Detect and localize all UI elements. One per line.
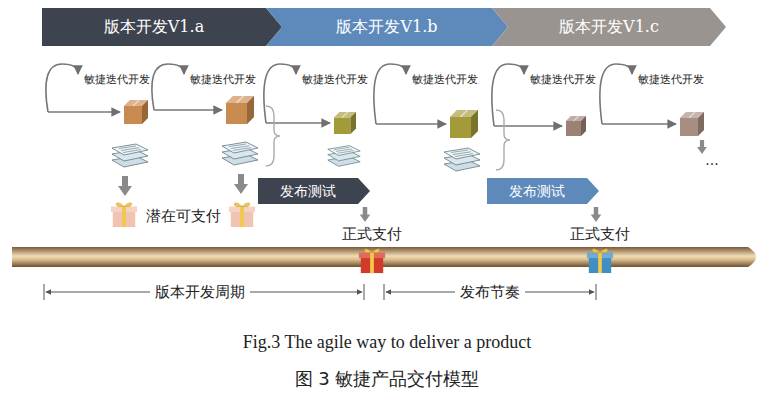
document-stack <box>444 148 480 171</box>
dimension-tick <box>384 284 385 300</box>
chevron-fill <box>487 178 599 204</box>
chevron-fill <box>266 8 508 46</box>
down-arrow <box>591 207 602 222</box>
iteration-label: 敏捷迭代开发 <box>84 73 150 86</box>
chevron-fill <box>258 178 370 204</box>
dimension-tick <box>596 284 597 300</box>
iteration-label: 敏捷迭代开发 <box>302 73 368 86</box>
potential-gift <box>111 203 137 227</box>
iteration-label: 敏捷迭代开发 <box>530 73 596 86</box>
iteration-loop <box>46 64 78 112</box>
potential-delivery-label: 潜在可支付 <box>146 207 221 225</box>
package-icon <box>334 112 356 134</box>
version-chevron: 版本开发V1.a <box>42 8 282 46</box>
dimension-label: 版本开发周期 <box>150 283 250 301</box>
node-text: 发布测试 <box>509 183 565 200</box>
dimension-tick <box>44 284 45 300</box>
release-gift <box>587 249 613 273</box>
delivery-label: 正式支付 <box>342 225 402 243</box>
iteration-label: 敏捷迭代开发 <box>638 73 704 86</box>
iteration-loop <box>264 64 296 123</box>
iteration-loop <box>492 64 524 126</box>
down-arrow <box>360 207 371 222</box>
chevron-fill <box>42 8 282 46</box>
potential-gift <box>229 203 255 227</box>
caption: Fig.3 The agile way to deliver a product <box>243 332 532 354</box>
iteration-arrow <box>376 123 446 125</box>
package-icon <box>566 116 586 136</box>
document-stack <box>328 146 360 167</box>
dimension-label: 发布节奏 <box>455 283 525 301</box>
down-arrow <box>234 174 248 194</box>
brace <box>266 106 280 166</box>
dimension-tick <box>364 284 365 300</box>
delivery-label: 正式支付 <box>570 225 630 243</box>
release-gift <box>359 249 385 273</box>
node-text: 版本开发V1.a <box>104 17 204 36</box>
iteration-label: 敏捷迭代开发 <box>190 73 256 86</box>
document-stack <box>112 144 148 167</box>
package-icon <box>450 110 478 138</box>
version-chevron: 版本开发V1.b <box>266 8 508 46</box>
node-text: 版本开发V1.b <box>336 17 437 36</box>
iteration-label: 敏捷迭代开发 <box>412 73 478 86</box>
iteration-loop <box>152 64 184 110</box>
caption-chinese: 图 3 敏捷产品交付模型 <box>295 368 480 390</box>
release-test-tag: 发布测试 <box>487 178 599 204</box>
chevron-fill <box>492 8 726 46</box>
version-chevron: 版本开发V1.c <box>492 8 726 46</box>
node-text: 版本开发V1.c <box>559 17 659 36</box>
release-test-tag: 发布测试 <box>258 178 370 204</box>
package-icon <box>226 96 254 124</box>
package-icon <box>680 112 704 136</box>
ellipsis: ... <box>705 152 718 169</box>
package-icon <box>124 100 148 124</box>
iteration-loop <box>374 64 406 124</box>
iteration-arrow <box>154 109 222 111</box>
document-stack <box>222 142 258 165</box>
iteration-loop <box>600 64 632 124</box>
iteration-arrow <box>266 122 330 124</box>
iteration-arrow <box>602 123 676 125</box>
brace <box>496 110 510 170</box>
iteration-arrow <box>48 111 120 113</box>
node-text: 发布测试 <box>280 183 336 200</box>
down-arrow <box>118 176 132 196</box>
